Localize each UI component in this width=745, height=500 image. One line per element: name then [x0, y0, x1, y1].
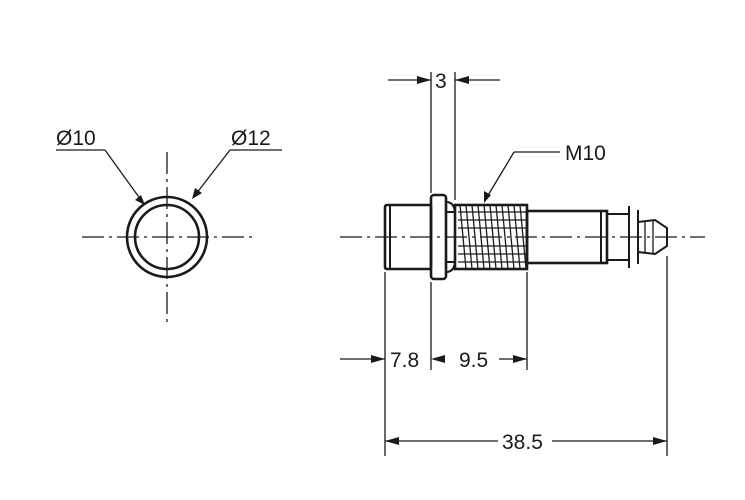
side-view: M10 3 7.8 9.5 [340, 70, 705, 456]
inner-diameter-label: Ø10 [56, 127, 96, 150]
head-length-dimension: 7.8 [340, 349, 445, 372]
thread-label: M10 [565, 142, 606, 165]
outer-diameter-circle [125, 195, 209, 279]
terminals [606, 206, 668, 268]
head-length-label: 7.8 [390, 349, 419, 372]
front-view: Ø10 Ø12 [56, 127, 282, 322]
thread-length-label: 9.5 [459, 349, 488, 372]
overall-length-label: 38.5 [502, 431, 543, 454]
extension-lines [384, 256, 668, 456]
threaded-section [453, 203, 529, 271]
inner-diameter-circle [133, 203, 201, 271]
nut-thickness-label: 3 [435, 70, 447, 93]
nut-thickness-dimension: 3 [388, 70, 500, 200]
outer-diameter-callout: Ø12 [192, 127, 282, 199]
inner-diameter-callout: Ø10 [56, 127, 145, 205]
outer-diameter-label: Ø12 [231, 127, 271, 150]
thread-length-dimension: 9.5 [459, 349, 527, 372]
overall-length-dimension: 38.5 [385, 431, 667, 454]
thread-callout: M10 [484, 142, 606, 203]
